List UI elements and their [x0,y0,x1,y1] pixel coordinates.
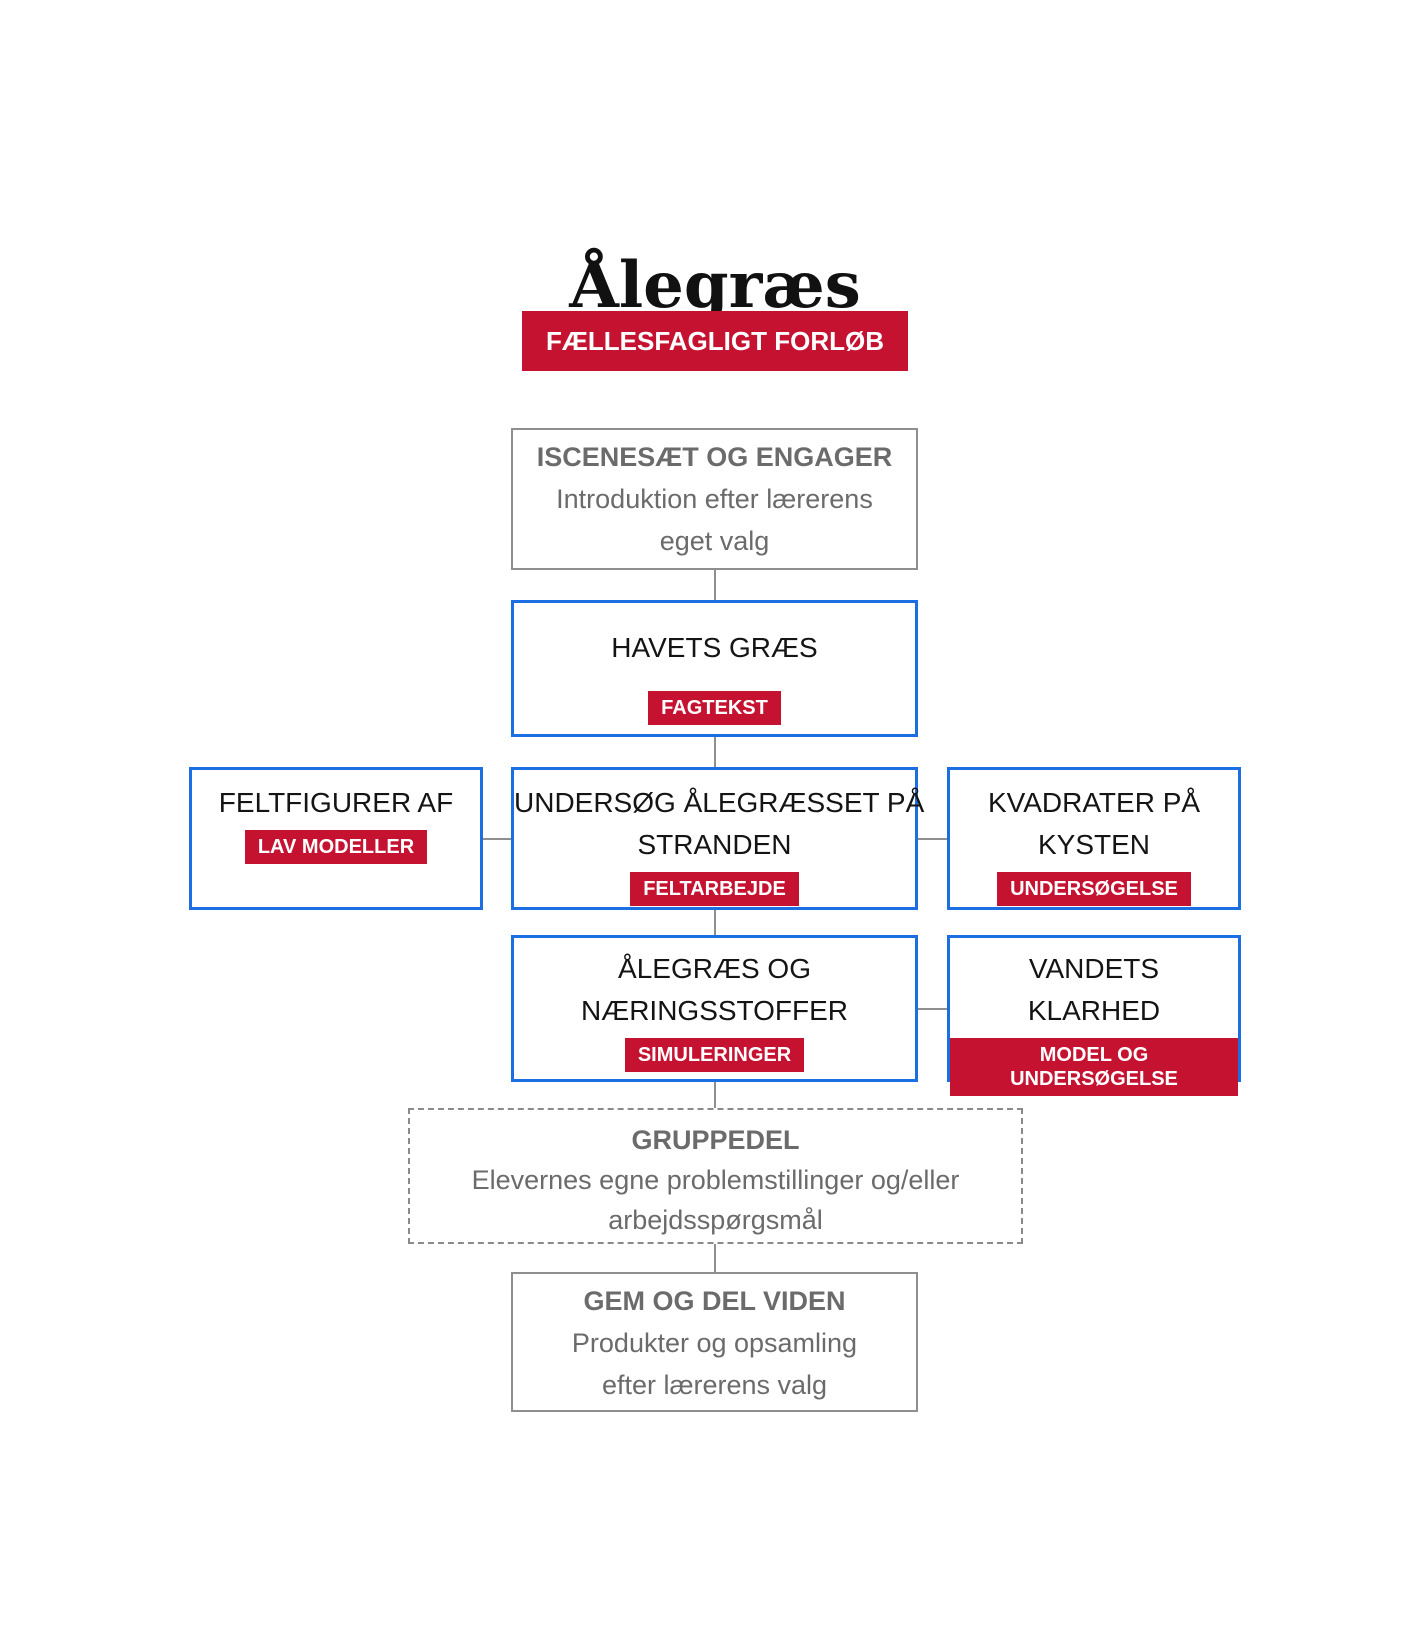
connector-undersoeg-kvadrater [918,838,947,840]
connector-undersoeg-naeringsstoffer [714,910,716,935]
node-kvadrater-title-line: KVADRATER PÅ [987,787,1201,818]
node-naeringsstoffer-title-line: NÆRINGSSTOFFER [580,995,849,1026]
node-gruppedel-body-line: arbejdsspørgsmål [608,1205,823,1235]
node-vandets-klarhed[interactable]: VANDETS KLARHED MODEL OG UNDERSØGELSE [947,935,1241,1096]
badge-fagtekst: FAGTEKST [648,691,781,725]
node-intro: ISCENESÆT OG ENGAGER Introduktion efter … [511,428,918,570]
connector-havets-undersoeg [714,737,716,767]
node-vandets-title-line: VANDETS [1028,953,1160,984]
node-feltfigurer-title: FELTFIGURER AF [218,787,454,818]
node-undersoeg-title-line: STRANDEN [637,829,792,860]
badge-feltarbejde: FELTARBEJDE [630,872,799,906]
course-type-badge-wrap: FÆLLESFAGLIGT FORLØB [20,311,1410,371]
badge-lav-modeller: LAV MODELLER [244,830,428,864]
node-feltfigurer[interactable]: FELTFIGURER AF LAV MODELLER [189,767,483,910]
node-gem-og-del-viden: GEM OG DEL VIDEN Produkter og opsamling … [511,1272,918,1412]
connector-naeringsstoffer-vandets [918,1008,947,1010]
badge-simuleringer: SIMULERINGER [624,1038,805,1072]
node-kvadrater-title-line: KYSTEN [1037,829,1151,860]
node-intro-title: ISCENESÆT OG ENGAGER [536,442,893,472]
node-undersoeg-title-line: UNDERSØG ÅLEGRÆSSET PÅ [514,787,925,818]
node-gem-body-line: Produkter og opsamling [571,1328,858,1358]
connector-naeringsstoffer-gruppedel [714,1082,716,1108]
node-havets-graes-title: HAVETS GRÆS [611,632,818,663]
connector-gruppedel-gem [714,1244,716,1272]
node-naeringsstoffer-title-line: ÅLEGRÆS OG [618,953,811,984]
connector-intro-havets [714,570,716,600]
node-gruppedel-title: GRUPPEDEL [631,1125,800,1155]
node-intro-body-line: eget valg [659,526,770,556]
node-vandets-title-line: KLARHED [1027,995,1161,1026]
badge-undersoegelse: UNDERSØGELSE [997,872,1191,906]
node-undersoeg-aalegraesset[interactable]: UNDERSØG ÅLEGRÆSSET PÅ STRANDEN FELTARBE… [511,767,925,910]
node-naeringsstoffer[interactable]: ÅLEGRÆS OG NÆRINGSSTOFFER SIMULERINGER [511,935,918,1082]
node-gem-body-line: efter lærerens valg [601,1370,828,1400]
node-gruppedel-body-line: Elevernes egne problemstillinger og/elle… [471,1165,960,1195]
node-havets-graes[interactable]: HAVETS GRÆS FAGTEKST [511,600,918,737]
page-title: Ålegræs [569,247,861,323]
badge-model-og-undersoegelse: MODEL OG UNDERSØGELSE [950,1038,1238,1096]
node-intro-body-line: Introduktion efter lærerens [556,484,873,514]
node-kvadrater[interactable]: KVADRATER PÅ KYSTEN UNDERSØGELSE [947,767,1241,910]
course-type-badge: FÆLLESFAGLIGT FORLØB [522,311,908,371]
node-gem-title: GEM OG DEL VIDEN [583,1286,846,1316]
connector-feltfigurer-undersoeg [483,838,511,840]
node-gruppedel: GRUPPEDEL Elevernes egne problemstilling… [408,1108,1023,1244]
